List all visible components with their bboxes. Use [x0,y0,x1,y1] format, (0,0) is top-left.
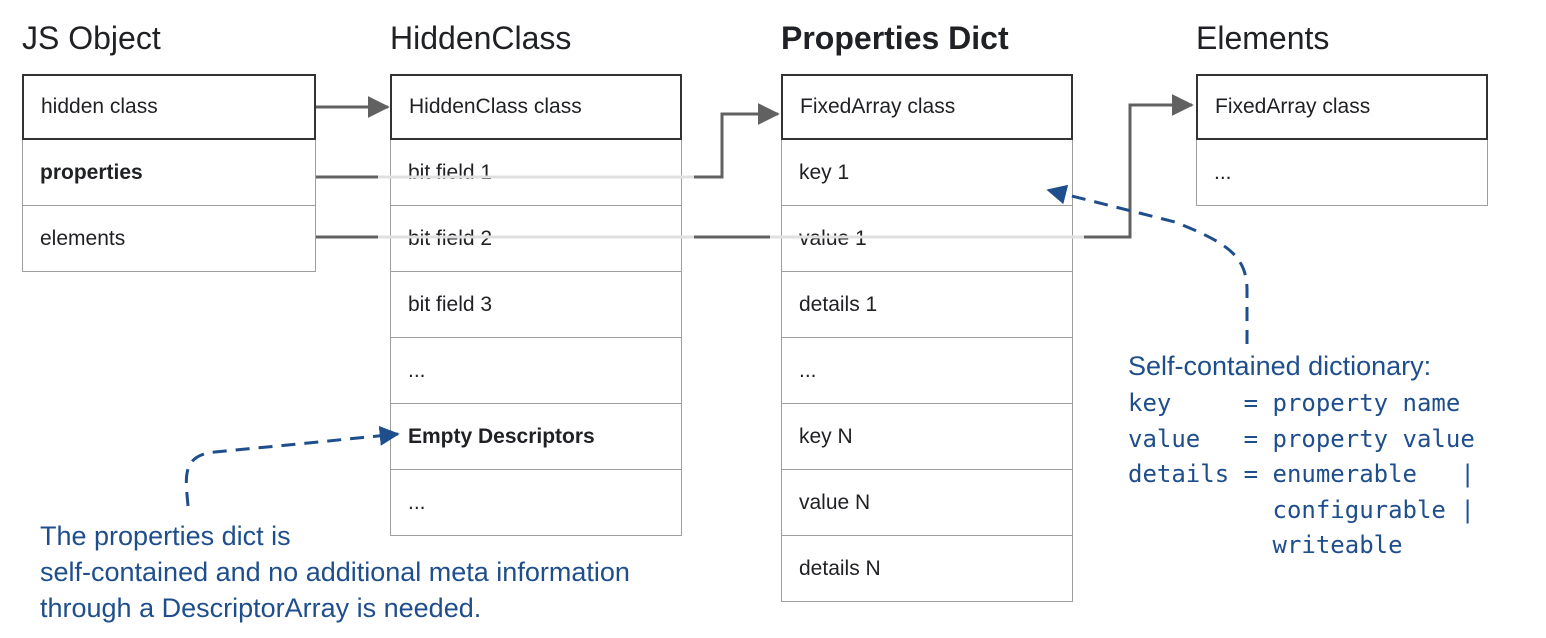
properties-dict-header-cell: FixedArray class [781,74,1073,140]
elements-header-cell: FixedArray class [1196,74,1488,140]
js-object-title: JS Object [22,20,161,56]
hidden-class-header-cell: HiddenClass class [390,74,682,140]
bit-field-3-cell: bit field 3 [390,272,682,338]
properties-pointer-arrow [694,103,780,179]
dictionary-note-code: key = property name value = property val… [1128,389,1475,559]
details-n-cell: details N [781,536,1073,602]
js-object-properties-cell: properties [22,140,316,206]
dictionary-note-title: Self-contained dictionary: [1128,351,1432,381]
empty-descriptors-annotation-arrow [184,425,400,507]
js-object-box: hidden class properties elements [22,74,316,272]
properties-dict-ellipsis-cell: ... [781,338,1073,404]
elements-title: Elements [1196,20,1330,56]
note-line-1: The properties dict is [40,521,291,551]
value-n-cell: value N [781,470,1073,536]
properties-dict-box: FixedArray class key 1 value 1 details 1… [781,74,1073,602]
elements-ellipsis-cell: ... [1196,140,1488,206]
key-annotation-arrow [1046,184,1249,344]
details-1-cell: details 1 [781,272,1073,338]
hidden-class-box: HiddenClass class bit field 1 bit field … [390,74,682,536]
note-line-3: through a DescriptorArray is needed. [40,593,482,623]
elements-pointer-arrow [1084,94,1194,239]
descriptor-array-note: The properties dict is self-contained an… [40,518,740,626]
hidden-class-title: HiddenClass [390,20,572,56]
properties-dict-title: Properties Dict [781,20,1009,56]
note-line-2: self-contained and no additional meta in… [40,557,630,587]
hidden-class-ellipsis-cell: ... [390,338,682,404]
elements-box: FixedArray class ... [1196,74,1488,206]
js-object-hidden-class-cell: hidden class [22,74,316,140]
js-object-elements-cell: elements [22,206,316,272]
key-1-cell: key 1 [781,140,1073,206]
key-n-cell: key N [781,404,1073,470]
hidden-class-ellipsis-cell-2: ... [390,470,682,536]
